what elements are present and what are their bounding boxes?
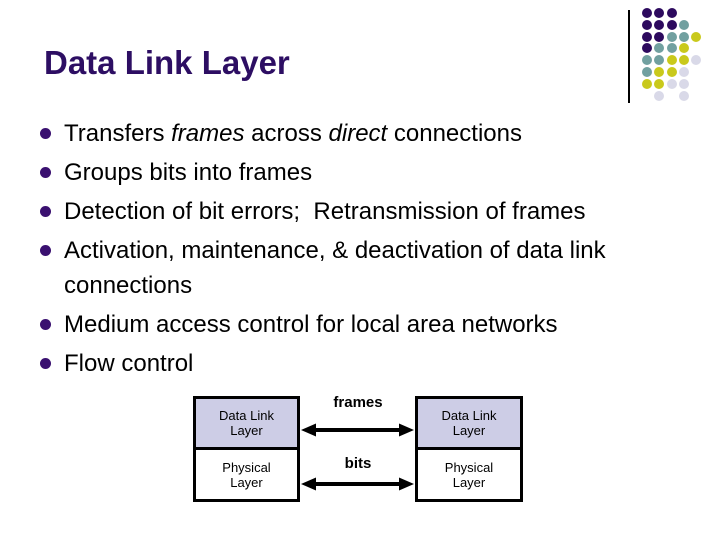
decor-dot: [678, 55, 689, 66]
bullet-text-part: connections: [387, 120, 522, 147]
decor-dot: [678, 67, 689, 77]
decor-dot: [691, 31, 702, 42]
decor-dot: [654, 67, 665, 77]
bullet-text-line: connections: [64, 272, 193, 299]
bullet-list: Transfers frames across direct connectio…: [40, 116, 700, 385]
bits-double-arrow-icon: [301, 477, 414, 491]
bullet-item: Activation, maintenance, & deactivation …: [40, 233, 700, 303]
decor-dot: [678, 43, 689, 54]
decor-dot: [654, 78, 665, 89]
bullet-icon: [40, 245, 51, 256]
decor-dot: [678, 78, 689, 89]
decor-dot-grid: [642, 8, 704, 108]
bullet-text-italic: direct: [328, 120, 388, 147]
decor-dot: [642, 55, 652, 66]
frames-arrow-label: frames: [333, 394, 383, 411]
decor-dot: [642, 67, 652, 77]
bullet-item: Medium access control for local area net…: [40, 307, 700, 342]
decor-dot: [654, 31, 665, 42]
decor-dot: [654, 43, 665, 54]
page-title: Data Link Layer: [44, 44, 290, 81]
bits-arrow-label: bits: [344, 455, 372, 472]
bullet-text: Groups bits into frames: [64, 159, 313, 186]
decor-dot: [666, 31, 677, 42]
bullet-text: Activation, maintenance, & deactivation …: [64, 233, 606, 303]
decor-dot: [642, 31, 652, 42]
bullet-text-part: Transfers: [64, 120, 172, 147]
decor-dot: [642, 8, 652, 18]
decor-dot: [678, 90, 689, 101]
bullet-text-line: Activation, maintenance, & deactivation …: [64, 237, 606, 264]
decor-dot: [691, 55, 702, 66]
decor-dot: [666, 8, 677, 18]
decor-dot: [666, 78, 677, 89]
bullet-text-italic: frames: [171, 120, 245, 147]
decor-dot: [654, 19, 665, 30]
bullet-text-part: across: [244, 120, 329, 147]
decor-dot: [654, 8, 665, 18]
decor-dot: [666, 43, 677, 54]
bullet-item: Detection of bit errors; Retransmission …: [40, 194, 700, 229]
decor-dot: [654, 90, 665, 101]
bullet-item: Transfers frames across direct connectio…: [40, 116, 700, 151]
decor-dot: [642, 19, 652, 30]
bullet-icon: [40, 206, 51, 217]
decor-dot: [654, 55, 665, 66]
decor-dot: [642, 43, 652, 54]
bullet-text: Flow control: [64, 350, 194, 377]
decor-dot: [666, 19, 677, 30]
decor-dot: [666, 67, 677, 77]
decor-dot: [678, 19, 689, 30]
bullet-item: Groups bits into frames: [40, 155, 700, 190]
bullet-item: Flow control: [40, 346, 700, 381]
decor-dot: [666, 55, 677, 66]
decor-dot: [642, 78, 652, 89]
bullet-icon: [40, 358, 51, 369]
bullet-text: Medium access control for local area net…: [64, 311, 558, 338]
decor-dot: [678, 31, 689, 42]
bullet-icon: [40, 128, 51, 139]
bullet-icon: [40, 319, 51, 330]
decor-divider-line: [628, 10, 630, 103]
bullet-icon: [40, 167, 51, 178]
bullet-text: Detection of bit errors; Retransmission …: [64, 198, 586, 225]
bullet-text: Transfers frames across direct connectio…: [64, 116, 522, 151]
frames-double-arrow-icon: [301, 423, 414, 437]
